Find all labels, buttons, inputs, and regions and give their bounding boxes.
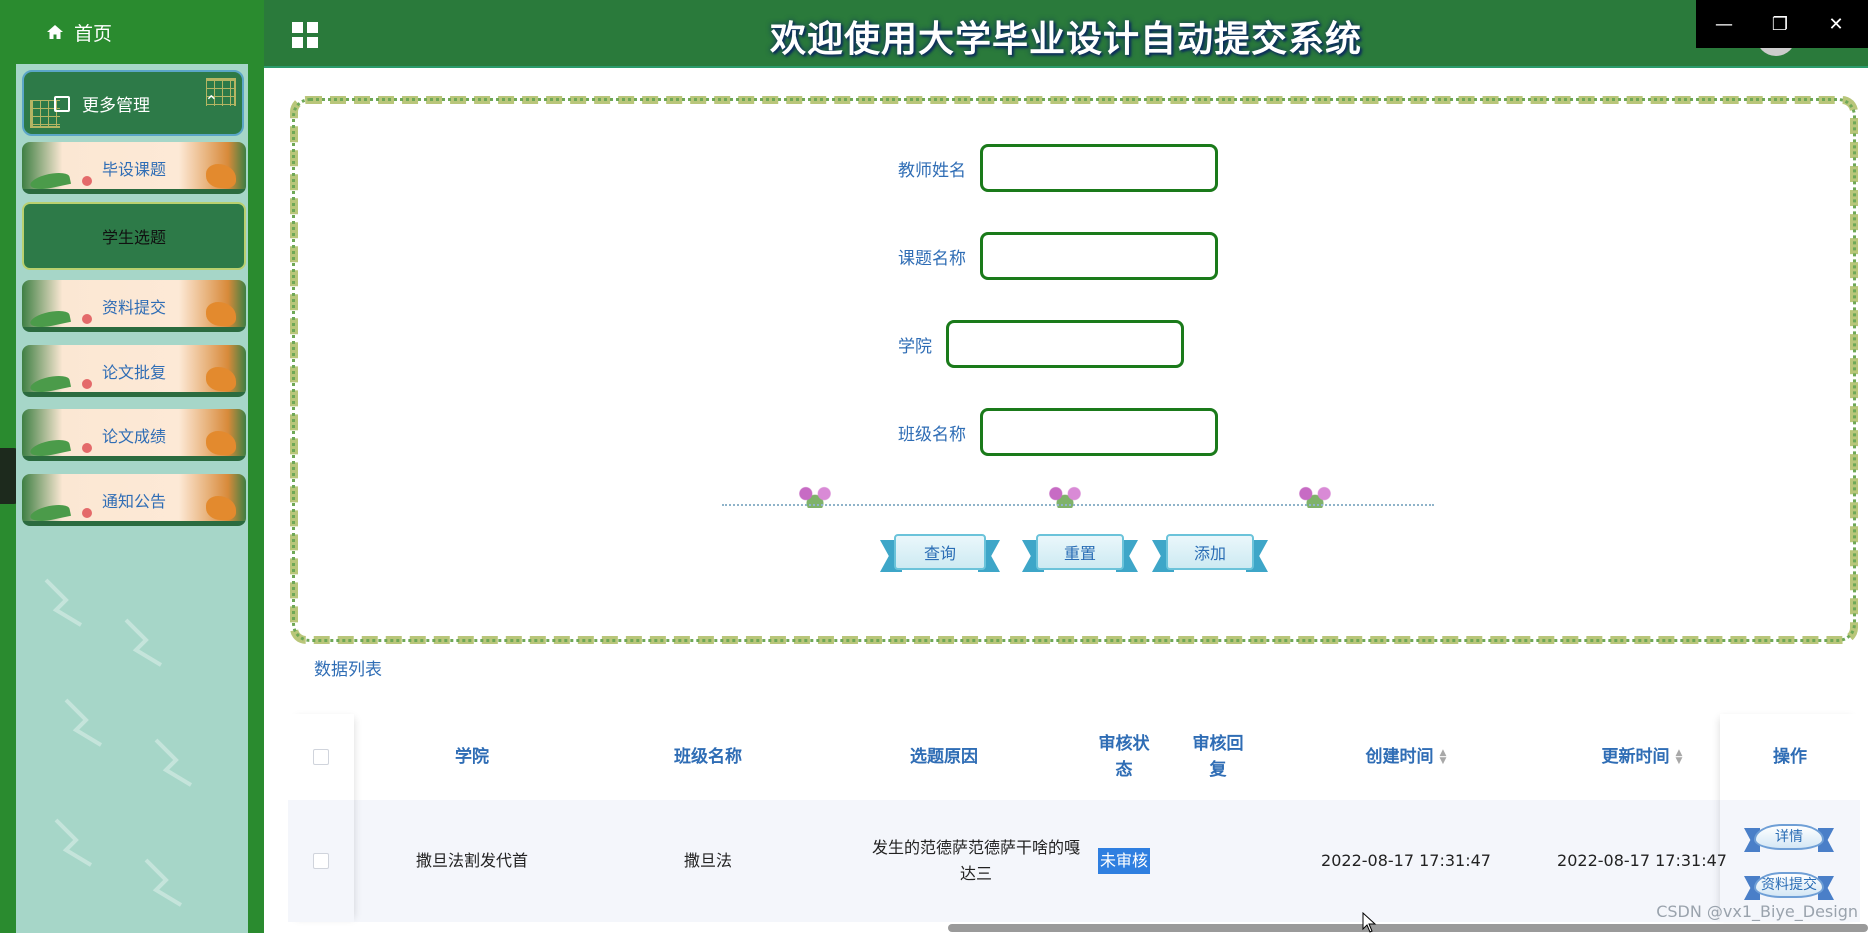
sidebar-item-thesis-review[interactable]: 论文批复 [22,345,246,397]
select-all-checkbox[interactable] [313,749,329,765]
teacher-name-label: 教师姓名 [898,160,966,181]
row-select-cell [288,800,354,922]
top-header: 欢迎使用大学毕业设计自动提交系统 [264,0,1868,68]
sidebar-home-label: 首页 [74,22,113,45]
page-title: 欢迎使用大学毕业设计自动提交系统 [769,19,1362,60]
submit-materials-button[interactable]: 资料提交 [1744,866,1834,904]
flower-decoration [82,314,92,324]
sidebar-item-submission[interactable]: 资料提交 [22,280,246,332]
mouse-cursor-icon [1362,912,1377,933]
college-input[interactable] [946,320,1184,368]
data-list-title: 数据列表 [314,660,382,680]
add-button[interactable]: 添加 [1152,530,1268,574]
reset-button-label: 重置 [1063,544,1096,563]
cell-updated: 2022-08-17 17:31:47 [1557,851,1727,870]
sort-icon[interactable]: ▲▼ [1439,748,1447,766]
copy-icon [54,96,70,112]
reset-button[interactable]: 重置 [1022,530,1138,574]
col-review-status: 审核状态 [1098,734,1150,780]
detail-button-label: 详情 [1775,829,1803,845]
table-header: 学院 班级名称 选题原因 审核状态 审核回复 创建时间 ▲▼ 更新时间 ▲▼ 操… [288,714,1860,800]
cell-review-status: 未审核 [1088,800,1160,922]
col-created-label: 创建时间 [1365,747,1434,767]
query-button[interactable]: 查询 [880,530,1000,574]
col-created[interactable]: 创建时间 ▲▼ [1288,714,1524,800]
cell-reason: 发生的范德萨范德萨干啥的嘎达三 [871,838,1080,883]
sidebar: 首页 更多管理 ⌃ 毕设课题 学生选题 资料提交 [16,0,264,933]
topic-name-row: 课题名称 [898,232,1218,280]
col-reason: 选题原因 [910,747,978,767]
sidebar-item-label: 毕设课题 [101,160,166,179]
sidebar-item-topics[interactable]: 毕设课题 [22,142,246,194]
home-icon [47,25,63,39]
col-review-reply: 审核回复 [1192,734,1244,780]
drawer-handle[interactable] [0,448,18,504]
minimize-icon[interactable]: — [1715,13,1733,35]
apps-grid-icon[interactable] [292,22,318,48]
sort-icon[interactable]: ▲▼ [1675,748,1683,766]
row-checkbox[interactable] [313,853,329,869]
sidebar-group-label: 更多管理 [82,95,150,116]
col-college: 学院 [455,747,489,767]
class-name-label: 班级名称 [898,424,966,445]
detail-button[interactable]: 详情 [1744,818,1834,856]
class-name-row: 班级名称 [898,408,1218,456]
col-updated-label: 更新时间 [1601,747,1670,767]
cell-created: 2022-08-17 17:31:47 [1321,851,1491,870]
add-button-label: 添加 [1193,544,1226,563]
sidebar-item-label: 论文批复 [101,363,166,382]
sidebar-pattern [44,578,193,907]
col-class-name: 班级名称 [674,747,742,767]
flower-decoration [82,508,92,518]
grid-decoration [206,78,236,106]
col-updated[interactable]: 更新时间 ▲▼ [1524,714,1760,800]
sidebar-item-label: 资料提交 [101,298,166,317]
horizontal-scrollbar[interactable] [948,924,1868,932]
submit-materials-button-label: 资料提交 [1761,877,1817,893]
sidebar-item-label: 通知公告 [101,492,166,511]
flower-border-decoration [722,484,1434,508]
leaf-decoration [206,302,236,326]
flower-decoration [82,379,92,389]
topic-name-label: 课题名称 [898,248,966,269]
sidebar-item-student-topic[interactable]: 学生选题 [22,202,246,270]
cell-class-name: 撒旦法 [683,851,732,870]
leaf-decoration [206,431,236,455]
watermark: CSDN @vx1_Biye_Design [1656,902,1858,921]
class-name-input[interactable] [980,408,1218,456]
college-row: 学院 [898,320,1184,368]
teacher-name-row: 教师姓名 [898,144,1218,192]
cell-review-reply [1192,800,1244,922]
teacher-name-input[interactable] [980,144,1218,192]
sidebar-item-label: 论文成绩 [101,427,166,446]
close-icon[interactable]: ✕ [1828,13,1844,35]
search-panel: 教师姓名 课题名称 学院 班级名称 [290,96,1858,644]
cell-ops: 详情 资料提交 [1720,800,1860,922]
window-controls: — ❐ ✕ [1696,0,1868,48]
status-badge: 未审核 [1097,848,1150,874]
sidebar-item-thesis-score[interactable]: 论文成绩 [22,409,246,461]
col-ops: 操作 [1773,747,1807,767]
sidebar-item-label: 学生选题 [101,228,166,247]
table-row: 撒旦法割发代首 撒旦法 发生的范德萨范德萨干啥的嘎达三 未审核 2022-08-… [288,800,1860,922]
cell-college: 撒旦法割发代首 [415,851,528,870]
topic-name-input[interactable] [980,232,1218,280]
chevron-up-icon: ⌃ [204,92,218,111]
query-button-label: 查询 [923,544,956,563]
flower-decoration [82,443,92,453]
leaf-decoration [206,496,236,520]
sidebar-edge [248,0,264,933]
sidebar-group-more-management[interactable]: 更多管理 ⌃ [22,70,244,136]
flower-decoration [82,176,92,186]
leaf-decoration [206,367,236,391]
restore-icon[interactable]: ❐ [1771,13,1789,35]
sidebar-item-notices[interactable]: 通知公告 [22,474,246,526]
college-label: 学院 [898,336,932,357]
sidebar-home[interactable]: 首页 [16,0,264,64]
select-all-cell [288,714,354,800]
leaf-decoration [206,164,236,188]
